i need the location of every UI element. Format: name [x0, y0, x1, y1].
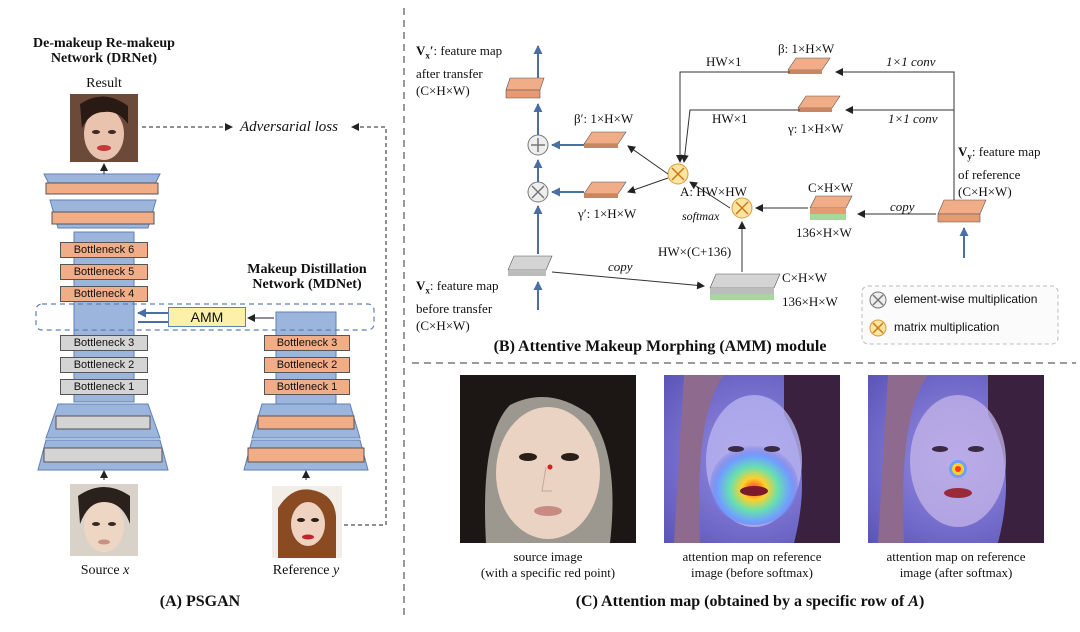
- attention-caption-2: attention map on reference image (before…: [652, 549, 852, 581]
- mdnet-bottleneck-1: Bottleneck 1: [264, 379, 350, 395]
- vx-desc-1: : feature map: [429, 278, 499, 293]
- gamma-prime-label: γ′: 1×H×W: [578, 206, 637, 221]
- source-label: Source x: [60, 563, 150, 578]
- attention-caption-1-line1: source image: [513, 549, 583, 564]
- amm-block: AMM: [168, 307, 246, 327]
- conv-mid-label: 1×1 conv: [888, 111, 938, 126]
- attention-caption-2-line2: image (before softmax): [690, 565, 813, 580]
- attention-caption-var: A: [908, 593, 919, 610]
- amm-region: [35, 303, 375, 331]
- attention-caption-3-line2: image (after softmax): [899, 565, 1013, 580]
- drnet-bottleneck-1: Bottleneck 1: [60, 379, 148, 395]
- mdnet-bottleneck-3: Bottleneck 3: [264, 335, 350, 351]
- reference-label: Reference y: [256, 563, 356, 578]
- reference-label-var: y: [333, 563, 340, 578]
- mdnet-title: Makeup Distillation Network (MDNet): [247, 262, 367, 293]
- vy-sub: y: [967, 151, 972, 162]
- mdnet-bottleneck-2: Bottleneck 2: [264, 357, 350, 373]
- drnet-bottleneck-3: Bottleneck 3: [60, 335, 148, 351]
- legend-matrix-text: matrix multiplication: [894, 320, 1000, 334]
- drnet-bottleneck-4: Bottleneck 4: [60, 286, 148, 302]
- red-point-marker: [547, 464, 553, 470]
- vx-desc-3: (C×H×W): [416, 317, 470, 333]
- source-image: [70, 484, 138, 556]
- gamma-label: γ: 1×H×W: [788, 121, 844, 136]
- reference-label-text: Reference: [272, 563, 330, 578]
- copy-right-label: copy: [890, 199, 915, 214]
- beta-prime-label: β′: 1×H×W: [574, 111, 634, 126]
- vx-prime-desc-2: after transfer: [416, 65, 483, 81]
- drnet-encoder-shapes: [37, 403, 169, 471]
- drnet-title: De-makeup Re-makeup Network (DRNet): [33, 36, 175, 67]
- vx-prime-sub: x: [425, 50, 430, 61]
- amm-operators: [527, 134, 753, 219]
- attention-caption-3: attention map on reference image (after …: [856, 549, 1056, 581]
- hw1-mid-label: HW×1: [712, 111, 748, 126]
- attention-caption: (C) Attention map (obtained by a specifi…: [470, 593, 1030, 611]
- amm-feature-slabs: [505, 57, 987, 300]
- drnet-bottleneck-5: Bottleneck 5: [60, 264, 148, 280]
- source-label-var: x: [123, 563, 130, 578]
- vx-prime-desc-1: : feature map: [433, 43, 503, 58]
- drnet-bottleneck-6: Bottleneck 6: [60, 242, 148, 258]
- hw136-top-label: 136×H×W: [796, 225, 852, 240]
- vx-desc-2: before transfer: [416, 300, 493, 316]
- softmax-label: softmax: [682, 209, 720, 223]
- legend-box: [861, 285, 1059, 345]
- cxhxw-bottom-label: C×H×W: [782, 270, 827, 285]
- cxhxw-top-label: C×H×W: [808, 180, 853, 195]
- drnet-decoder-shapes: [43, 173, 161, 403]
- vx-prime-suffix: ′: [429, 43, 434, 58]
- attention-caption-2-line1: attention map on reference: [682, 549, 822, 564]
- attention-caption-1-line2: (with a specific red point): [480, 565, 616, 580]
- adversarial-loss-label: Adversarial loss: [240, 119, 338, 135]
- legend-elementwise-text: element-wise multiplication: [894, 292, 1038, 306]
- attention-caption-3-line1: attention map on reference: [886, 549, 1026, 564]
- vx-prime-label: Vx′: feature map after transfer (C×H×W): [416, 42, 502, 99]
- drnet-bottleneck-2: Bottleneck 2: [60, 357, 148, 373]
- legend-matrix-icon: [869, 319, 887, 337]
- legend-elementwise-icon: [869, 291, 887, 309]
- vy-label: Vy: feature map of reference (C×H×W): [958, 143, 1040, 200]
- psgan-caption: (A) PSGAN: [159, 593, 241, 610]
- vy-symbol: V: [958, 144, 968, 159]
- vy-desc-1: : feature map: [971, 144, 1041, 159]
- conv-top-label: 1×1 conv: [886, 54, 936, 69]
- attention-after-softmax-image: [868, 375, 1044, 543]
- result-image: [70, 94, 138, 162]
- beta-label: β: 1×H×W: [778, 41, 835, 56]
- attention-caption-suffix: ): [918, 593, 925, 610]
- hw136-bottom-label: 136×H×W: [782, 294, 838, 309]
- vy-desc-2: of reference: [958, 166, 1021, 182]
- hwc136-label: HW×(C+136): [658, 244, 732, 259]
- source-label-text: Source: [80, 563, 120, 578]
- reference-image: [272, 486, 342, 558]
- attention-source-image: [460, 375, 636, 543]
- vx-label: Vx: feature map before transfer (C×H×W): [416, 277, 498, 334]
- attention-caption-prefix: (C) Attention map (obtained by a specifi…: [575, 593, 909, 610]
- hw1-top-label: HW×1: [706, 54, 742, 69]
- vx-prime-symbol: V: [416, 43, 426, 58]
- vx-prime-desc-3: (C×H×W): [416, 82, 470, 98]
- vx-sub: x: [425, 285, 430, 296]
- vy-desc-3: (C×H×W): [958, 183, 1012, 199]
- vx-symbol: V: [416, 278, 426, 293]
- a-matrix-label: A: HW×HW: [680, 184, 747, 199]
- result-label: Result: [86, 76, 122, 91]
- copy-left-label: copy: [608, 259, 633, 274]
- attention-before-softmax-image: [664, 375, 840, 543]
- attention-caption-1: source image (with a specific red point): [448, 549, 648, 581]
- amm-caption: (B) Attentive Makeup Morphing (AMM) modu…: [493, 338, 827, 355]
